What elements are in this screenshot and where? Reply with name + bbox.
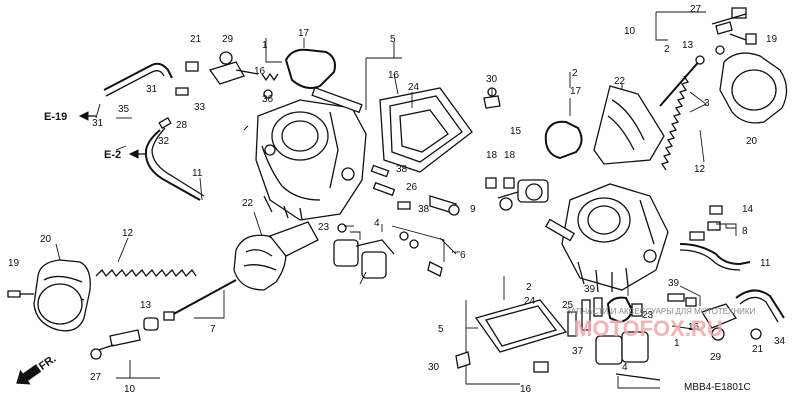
- svg-text:E-19: E-19: [44, 111, 67, 123]
- callout-4: 4: [622, 362, 628, 373]
- callout-9: 9: [470, 204, 476, 215]
- diaphragm-22-left: [233, 221, 319, 291]
- callout-35: 35: [118, 104, 130, 115]
- hose-32: [144, 129, 201, 201]
- callout-29: 29: [710, 352, 722, 363]
- float-assembly-bottom: [595, 331, 661, 381]
- callout-2: 2: [526, 282, 532, 293]
- callout-13: 13: [682, 40, 694, 51]
- callout-38: 38: [396, 164, 408, 175]
- callout-24: 24: [524, 296, 536, 307]
- callout-23: 23: [318, 222, 330, 233]
- callout-22: 22: [614, 76, 626, 87]
- callout-2: 2: [572, 68, 578, 79]
- carburetor-body-left: [255, 86, 367, 221]
- callout-22: 22: [242, 198, 254, 209]
- callout-32: 32: [158, 136, 170, 147]
- top-cover-24: [379, 87, 473, 173]
- callout-30: 30: [486, 74, 498, 85]
- callout-39: 39: [668, 278, 680, 289]
- callout-3: 3: [704, 98, 710, 109]
- callout-1: 1: [674, 338, 680, 349]
- callout-12: 12: [694, 164, 706, 175]
- callout-16: 16: [388, 70, 400, 81]
- callout-17: 17: [298, 28, 310, 39]
- watermark: ЗАПЧАСТИ И АКСЕССУАРЫ ДЛЯ МОТОТЕХНИКИ MO…: [566, 307, 756, 341]
- svg-text:ЗАПЧАСТИ И АКСЕССУАРЫ ДЛЯ МОТО: ЗАПЧАСТИ И АКСЕССУАРЫ ДЛЯ МОТОТЕХНИКИ: [566, 307, 756, 316]
- carburetor-body-right: [544, 183, 669, 293]
- callout-11: 11: [760, 258, 771, 269]
- callout-34: 34: [774, 336, 786, 347]
- callout-7: 7: [210, 324, 216, 335]
- callout-36: 36: [262, 94, 274, 105]
- callout-18: 18: [486, 150, 498, 161]
- callout-31: 31: [92, 118, 104, 129]
- spring-12-left: [95, 268, 197, 278]
- diaphragm-cover-20-right: [719, 52, 788, 124]
- callout-5: 5: [390, 34, 396, 45]
- callout-23: 23: [642, 310, 654, 321]
- callout-20: 20: [40, 234, 52, 245]
- callout-14: 14: [742, 204, 754, 215]
- gasket-17: [284, 48, 336, 89]
- callout-28: 28: [176, 120, 188, 131]
- callout-29: 29: [222, 34, 234, 45]
- callout-19: 19: [8, 258, 20, 269]
- part-29-bottom: [701, 303, 738, 341]
- part-15: [497, 179, 549, 211]
- callout-31: 31: [146, 84, 158, 95]
- front-arrow: FR.: [16, 353, 58, 385]
- callout-38: 38: [418, 204, 430, 215]
- spring-12-right: [660, 75, 690, 171]
- callout-33: 33: [194, 102, 206, 113]
- callout-25: 25: [562, 300, 574, 311]
- callout-24: 24: [408, 82, 420, 93]
- svg-text:FR.: FR.: [37, 353, 58, 373]
- callout-39: 39: [584, 284, 596, 295]
- callout-20: 20: [746, 136, 758, 147]
- callout-21: 21: [190, 34, 202, 45]
- float-assembly-left: [333, 223, 395, 279]
- callout-6: 6: [460, 250, 466, 261]
- callout-5: 5: [438, 324, 444, 335]
- callout-16: 16: [520, 384, 532, 395]
- callout-37: 37: [572, 346, 584, 357]
- callout-1: 1: [262, 40, 268, 51]
- callout-16: 16: [254, 66, 266, 77]
- callout-10: 10: [624, 26, 636, 37]
- callout-12: 12: [122, 228, 134, 239]
- callout-16: 16: [688, 322, 700, 333]
- callout-8: 8: [742, 226, 748, 237]
- diaphragm-cover-20-left: [33, 259, 91, 332]
- callout-27: 27: [690, 4, 702, 15]
- callout-4: 4: [374, 218, 380, 229]
- ref-e19: E-19: [44, 111, 96, 123]
- callout-15: 15: [510, 126, 522, 137]
- part-29-top: [208, 51, 259, 85]
- callout-11: 11: [192, 168, 203, 179]
- callout-19: 19: [766, 34, 778, 45]
- diaphragm-22-right: [593, 85, 665, 165]
- callout-26: 26: [406, 182, 418, 193]
- callout-27: 27: [90, 372, 102, 383]
- callout-30: 30: [428, 362, 440, 373]
- callout-18: 18: [504, 150, 516, 161]
- callout-10: 10: [124, 384, 136, 395]
- diagram-code: MBB4-E1801C: [684, 382, 751, 393]
- svg-text:E-2: E-2: [104, 149, 121, 161]
- ref-e2: E-2: [104, 149, 146, 161]
- svg-text:MOTOFOX.RU: MOTOFOX.RU: [574, 316, 723, 341]
- hose-35: [103, 62, 173, 91]
- callout-17: 17: [570, 86, 582, 97]
- top-cover-24-bottom: [474, 299, 568, 353]
- callout-21: 21: [752, 344, 764, 355]
- callout-13: 13: [140, 300, 152, 311]
- callout-2: 2: [664, 44, 670, 55]
